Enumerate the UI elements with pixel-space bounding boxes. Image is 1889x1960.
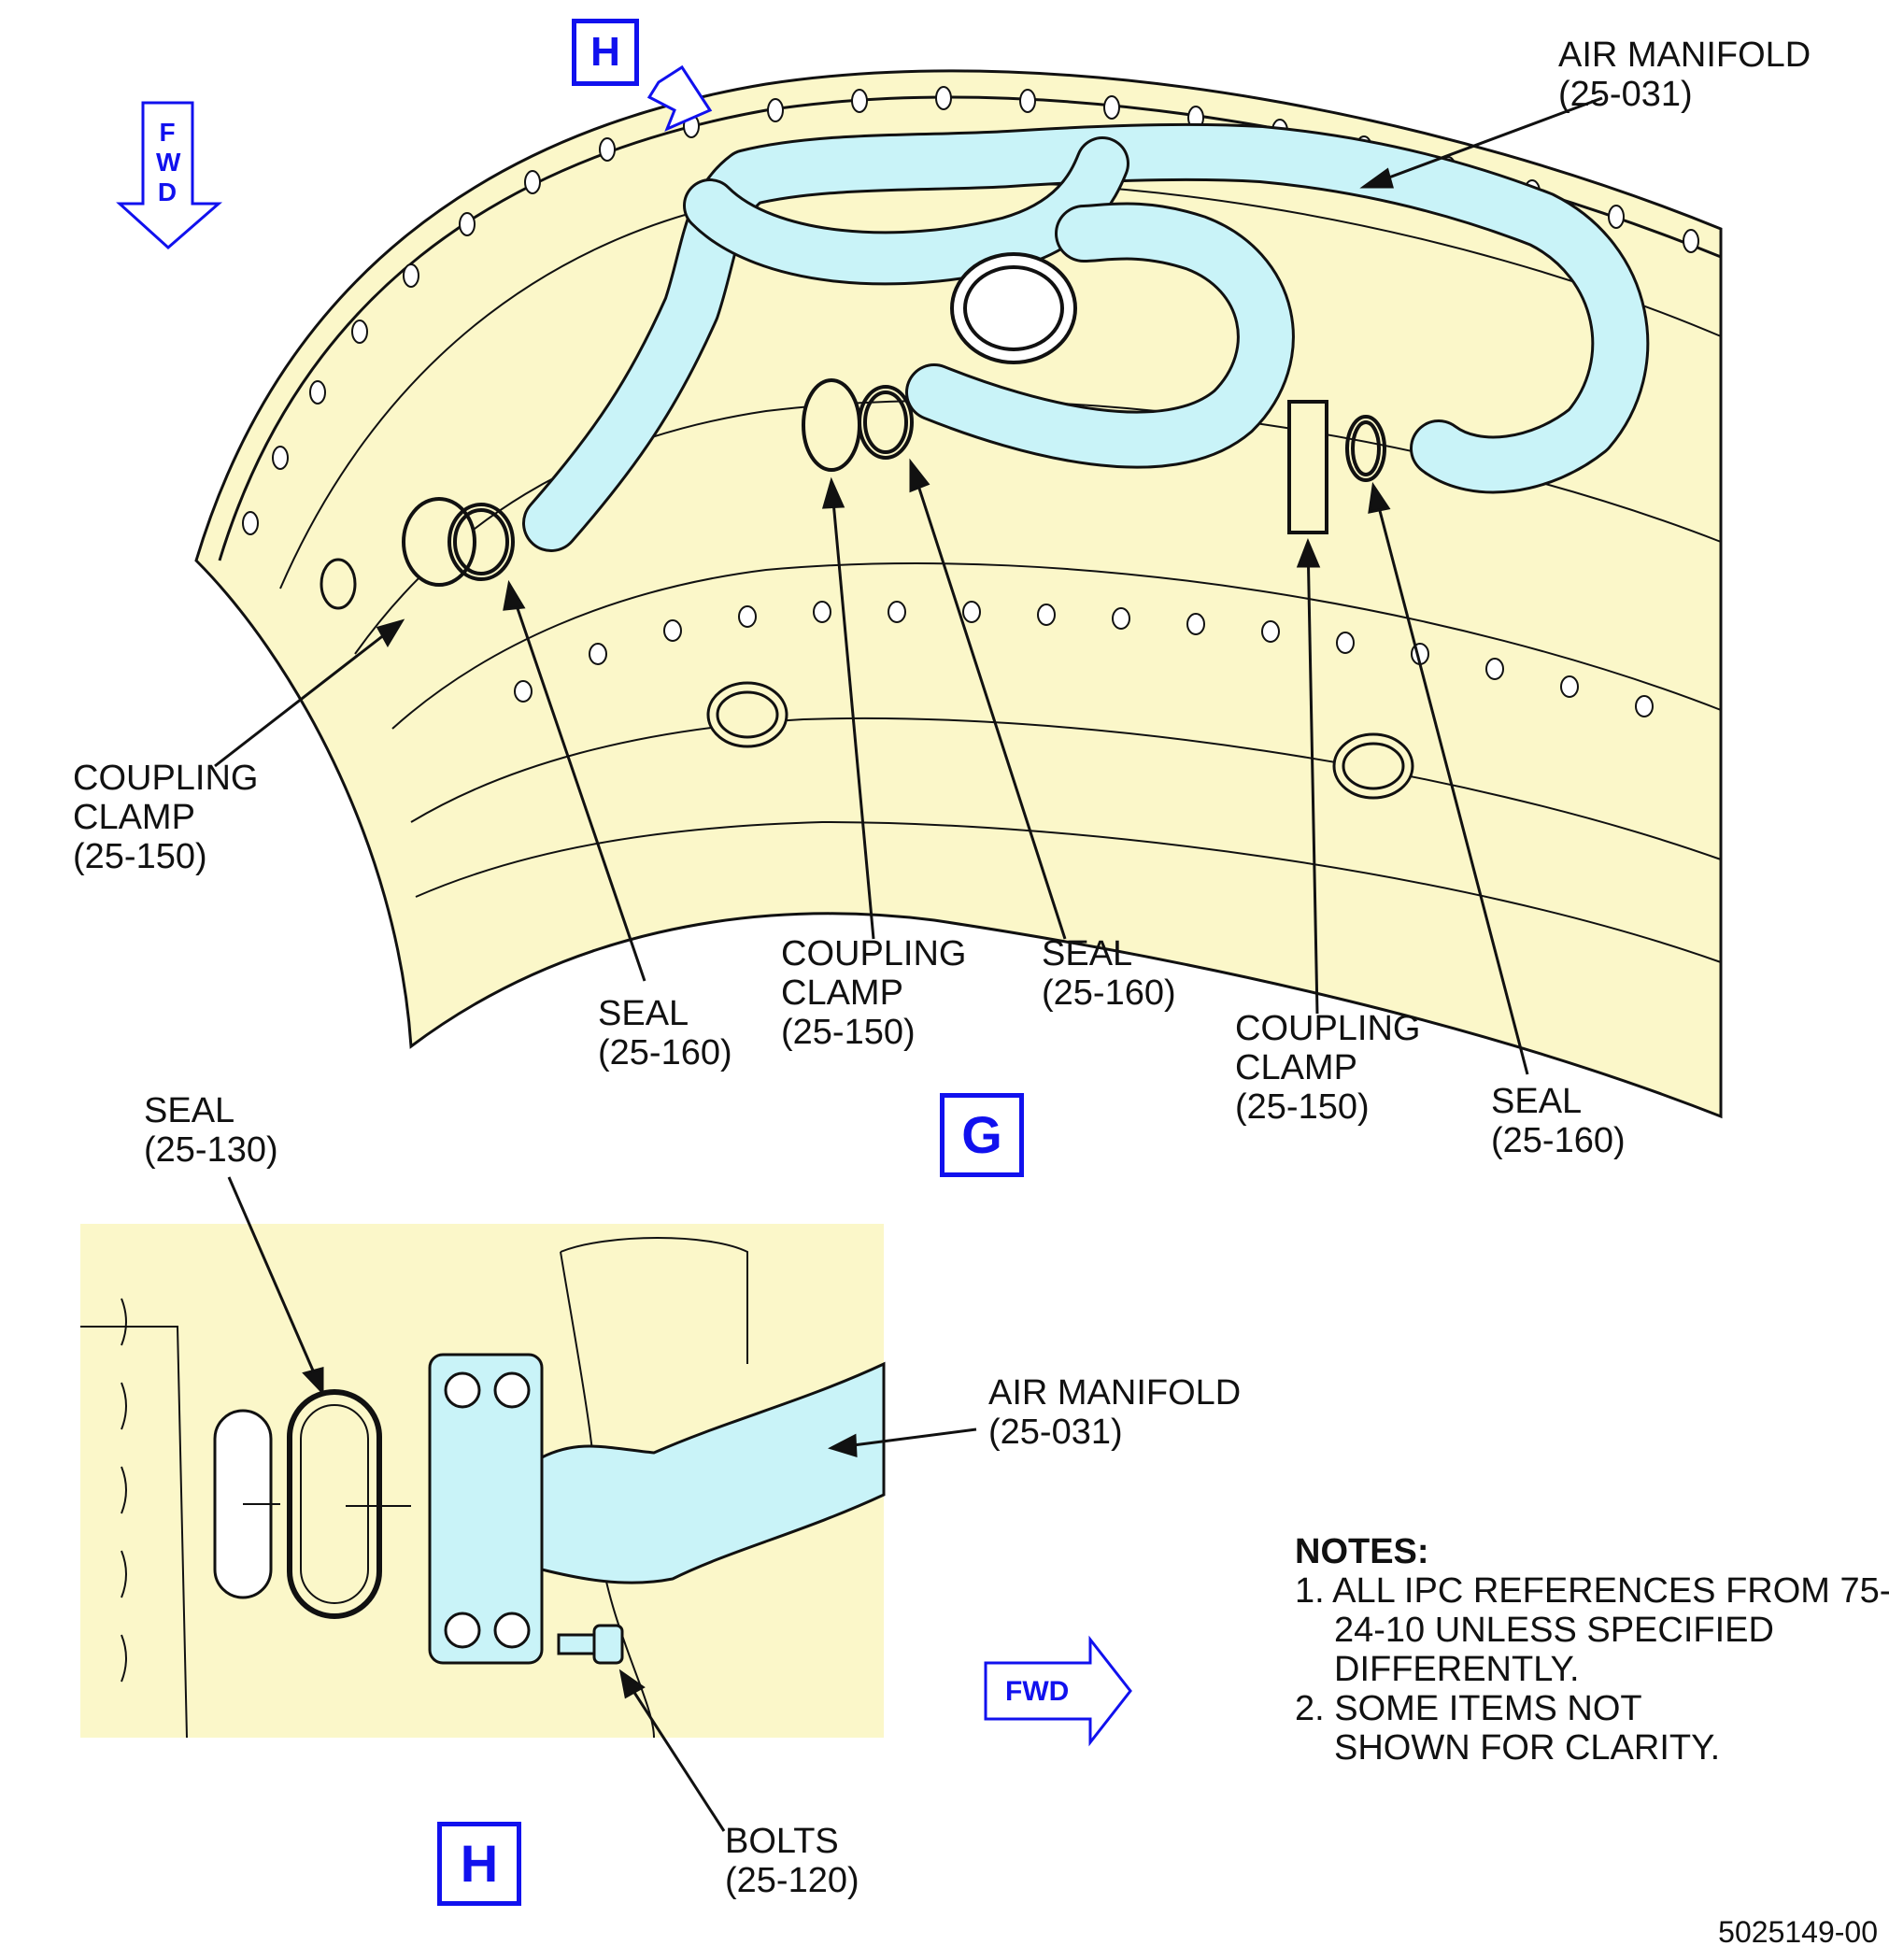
fwd-label-horizontal: FWD bbox=[1005, 1676, 1070, 1707]
detail-slot-holes bbox=[121, 1298, 127, 1683]
callout-seal-center: SEAL (25-160) bbox=[1042, 934, 1176, 1013]
lower-flange-holes bbox=[514, 601, 1654, 717]
fwd-arrow-down bbox=[116, 101, 223, 250]
engine-case-view-g bbox=[116, 64, 1723, 1119]
callout-bolts: BOLTS (25-120) bbox=[725, 1822, 859, 1900]
callout-seal-left: SEAL (25-160) bbox=[598, 994, 732, 1072]
bolt bbox=[557, 1624, 624, 1665]
view-h-marker: H bbox=[572, 19, 639, 86]
note-item-2: 2. SOME ITEMS NOT SHOWN FOR CLARITY. bbox=[1295, 1689, 1721, 1768]
callout-coupling-clamp-center: COUPLING CLAMP (25-150) bbox=[781, 934, 967, 1052]
view-h-pointer-arrow bbox=[646, 64, 713, 132]
clamp-seal-center bbox=[802, 378, 914, 472]
view-h-title: H bbox=[437, 1822, 521, 1906]
notes-heading: NOTES: bbox=[1295, 1532, 1429, 1571]
callout-coupling-clamp-right: COUPLING CLAMP (25-150) bbox=[1235, 1009, 1421, 1127]
fwd-arrow-right bbox=[984, 1635, 1132, 1747]
callout-air-manifold-h: AIR MANIFOLD (25-031) bbox=[988, 1373, 1242, 1452]
seal-ring bbox=[287, 1389, 382, 1619]
detail-air-manifold-pipe bbox=[540, 1361, 886, 1584]
case-port-fittings bbox=[320, 558, 1414, 800]
callout-seal-h: SEAL (25-130) bbox=[144, 1091, 278, 1170]
view-g-title: G bbox=[940, 1093, 1024, 1177]
clamp-seal-left bbox=[402, 497, 515, 587]
callout-air-manifold-g: AIR MANIFOLD (25-031) bbox=[1558, 36, 1811, 114]
air-manifold-tubing bbox=[522, 122, 1650, 552]
callout-coupling-clamp-left: COUPLING CLAMP (25-150) bbox=[73, 759, 259, 876]
note-item-1: 1. ALL IPC REFERENCES FROM 75-24-10 UNLE… bbox=[1295, 1571, 1889, 1689]
manifold-outlet-ring bbox=[950, 252, 1077, 364]
callout-seal-right: SEAL (25-160) bbox=[1491, 1082, 1626, 1160]
leader-lines-view-g bbox=[214, 96, 1603, 1075]
clamp-seal-right bbox=[1287, 400, 1386, 534]
detail-view-h bbox=[80, 1176, 1132, 1832]
engine-case-structure bbox=[194, 69, 1723, 1119]
notes-block: NOTES: 1. ALL IPC REFERENCES FROM 75-24-… bbox=[1295, 1532, 1889, 1768]
leader-lines-view-h bbox=[227, 1176, 977, 1832]
fwd-label-vertical: FWD bbox=[156, 118, 181, 206]
document-id: 5025149-00 bbox=[1718, 1915, 1878, 1949]
